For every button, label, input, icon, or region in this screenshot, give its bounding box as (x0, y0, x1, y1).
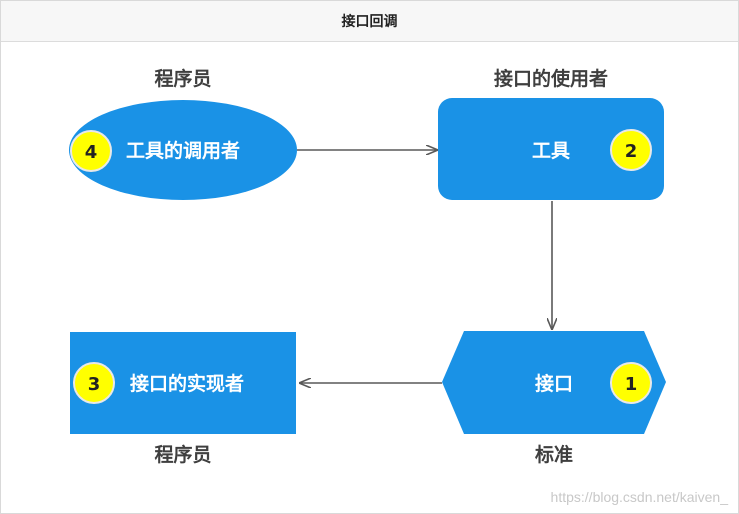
caller-badge-circle (70, 130, 112, 172)
implementer-label: 接口的实现者 (130, 372, 244, 395)
tool-label: 工具 (532, 140, 570, 162)
caller-caption: 程序员 (154, 67, 211, 90)
interface-caption: 标准 (535, 444, 573, 466)
diagram-title: 接口回调 (1, 1, 738, 42)
implementer-badge-circle (73, 362, 115, 404)
interface-label: 接口 (535, 373, 573, 395)
tool-node (438, 98, 664, 200)
interface-badge: 1 (625, 374, 638, 395)
caller-badge: 4 (85, 142, 98, 163)
tool-badge-circle (610, 129, 652, 171)
watermark-text: https://blog.csdn.net/kaiven_ (550, 489, 728, 505)
implementer-badge: 3 (88, 374, 101, 395)
tool-badge: 2 (625, 141, 638, 162)
implementer-caption: 程序员 (154, 443, 211, 466)
tool-caption: 接口的使用者 (494, 67, 608, 90)
interface-node (442, 331, 666, 434)
caller-label: 工具的调用者 (126, 139, 240, 162)
caller-node (69, 100, 297, 200)
interface-badge-circle (610, 362, 652, 404)
